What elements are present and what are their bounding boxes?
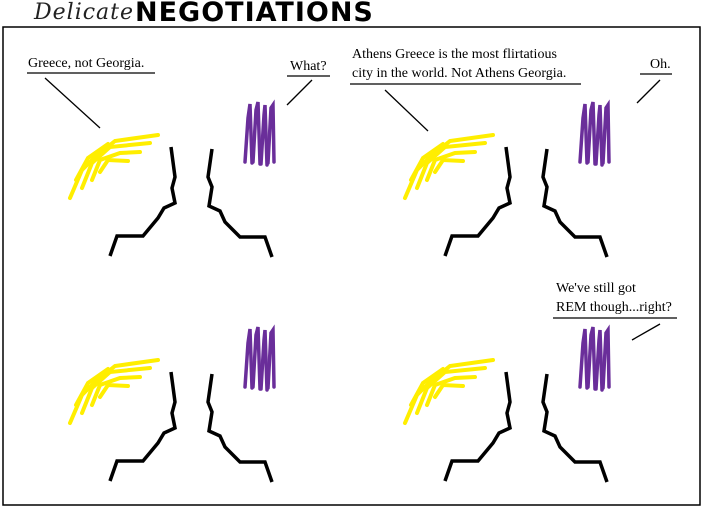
speech-text: Athens Greece is the most flirtatious xyxy=(352,47,557,62)
panel-2-scene xyxy=(403,100,611,259)
speech-lines xyxy=(27,72,677,341)
panel-4-scene xyxy=(403,325,611,484)
speech-text: We've still got xyxy=(556,281,636,296)
comic-border xyxy=(2,26,701,506)
panel-3-scene xyxy=(68,325,276,484)
speech-text: Greece, not Georgia. xyxy=(28,56,144,71)
comic-title-bold: NEGOTIATIONS xyxy=(135,0,374,28)
panel-1-scene xyxy=(68,100,276,259)
speech-text: REM though...right? xyxy=(556,300,672,315)
speech-text: What? xyxy=(290,59,327,74)
speech-text: Oh. xyxy=(650,57,671,72)
comic-title-script: Delicate xyxy=(34,0,135,25)
speech-text: city in the world. Not Athens Georgia. xyxy=(352,66,566,81)
